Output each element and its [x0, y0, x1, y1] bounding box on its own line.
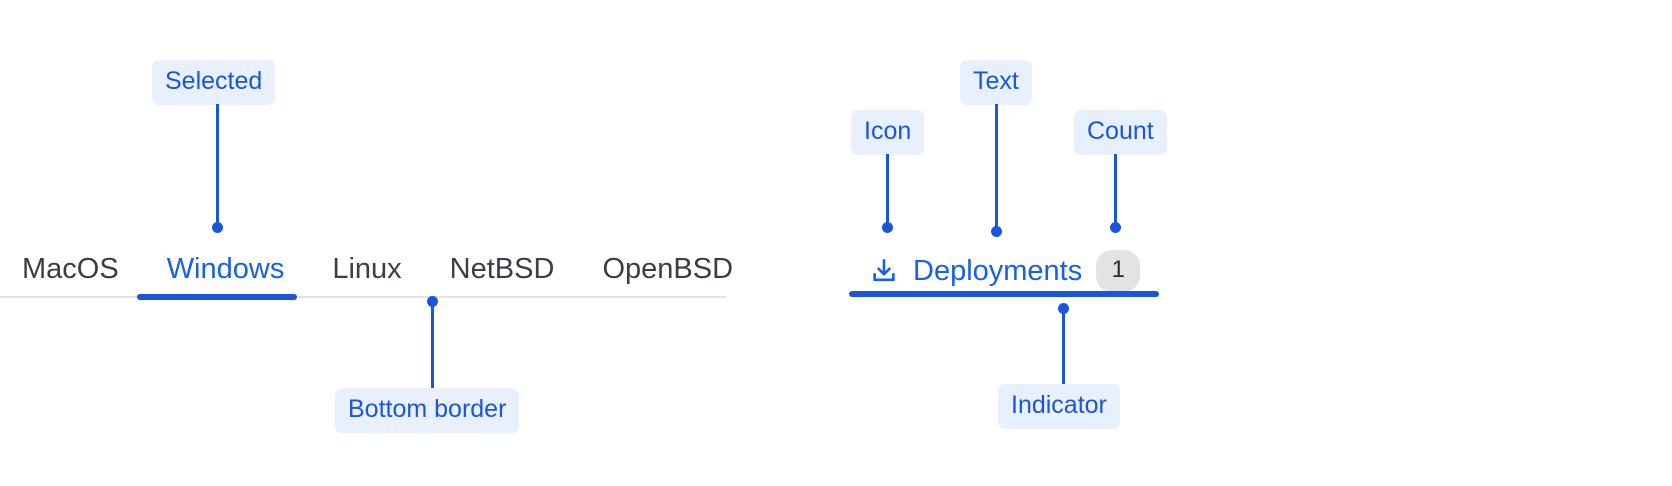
leader-line-bottom-border: [431, 302, 434, 390]
tab-netbsd[interactable]: NetBSD: [449, 253, 555, 285]
tab-openbsd[interactable]: OpenBSD: [602, 253, 734, 285]
tab-windows[interactable]: Windows: [166, 253, 285, 285]
leader-dot-indicator: [1058, 303, 1069, 314]
tab-deployments[interactable]: Deployments 1: [869, 250, 1141, 292]
tab-linux[interactable]: Linux: [332, 253, 402, 285]
annotation-label-text: Text: [960, 60, 1032, 105]
tab-bar-os: MacOS Windows Linux NetBSD OpenBSD: [22, 255, 733, 284]
leader-dot-count: [1110, 222, 1121, 233]
leader-dot-bottom-border: [427, 296, 438, 307]
leader-line-text: [995, 104, 998, 231]
tab-active-indicator-windows: [137, 294, 297, 300]
annotation-label-count: Count: [1074, 110, 1167, 155]
leader-dot-icon: [882, 222, 893, 233]
download-icon: [869, 256, 899, 286]
annotation-label-bottom-border: Bottom border: [335, 388, 520, 433]
tab-deployments-label: Deployments: [913, 254, 1083, 287]
leader-line-indicator: [1062, 309, 1065, 386]
tab-deployments-count-badge: 1: [1096, 250, 1141, 292]
tab-active-indicator-deployments: [849, 291, 1159, 297]
leader-line-count: [1114, 154, 1117, 228]
tab-macos[interactable]: MacOS: [22, 253, 119, 285]
leader-line-selected: [216, 104, 219, 228]
annotation-label-indicator: Indicator: [998, 384, 1120, 429]
leader-line-icon: [886, 154, 889, 228]
leader-dot-text: [991, 226, 1002, 237]
leader-dot-selected: [212, 222, 223, 233]
tab-bar-bottom-border: [0, 296, 726, 298]
annotation-label-selected: Selected: [152, 60, 276, 105]
annotation-label-icon: Icon: [851, 110, 925, 155]
